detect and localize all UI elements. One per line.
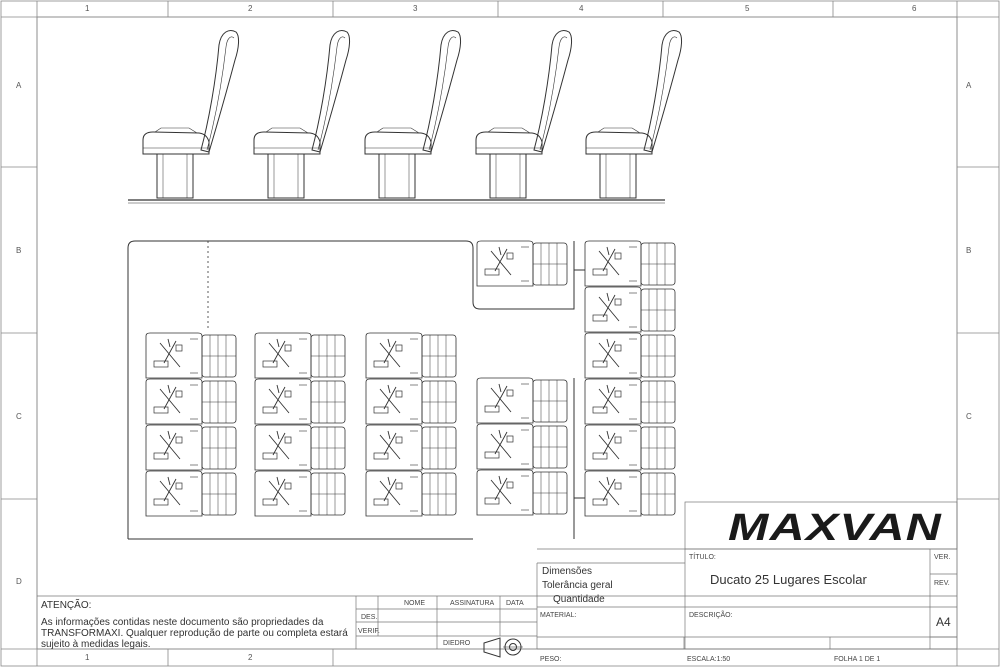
plan-seat — [365, 470, 457, 517]
label-nome: NOME — [404, 600, 425, 607]
spec-dimensoes: Dimensões — [542, 566, 593, 577]
label-diedro: DIEDRO — [443, 640, 471, 647]
drawing-title: Ducato 25 Lugares Escolar — [710, 572, 867, 587]
zone-col-4: 4 — [579, 4, 584, 13]
plan-seat — [584, 286, 676, 333]
plan-seat — [584, 470, 676, 517]
plan-view-seats — [145, 240, 676, 517]
projection-symbol — [483, 637, 523, 658]
brand-text: MAXVAN — [728, 507, 943, 547]
zone-col-5: 5 — [745, 4, 750, 13]
zone-col-2: 2 — [248, 4, 253, 13]
side-seat — [585, 30, 682, 199]
zone-col-6: 6 — [912, 4, 917, 13]
plan-seat — [254, 332, 346, 379]
label-des: DES. — [361, 614, 378, 621]
label-data: DATA — [506, 600, 524, 607]
plan-column-5 — [584, 240, 676, 517]
plan-seat — [145, 378, 237, 425]
notice-text: As informações contidas neste documento … — [41, 617, 348, 650]
zone-row-a: A — [16, 81, 22, 90]
label-assinatura: ASSINATURA — [450, 600, 495, 607]
label-peso: PESO: — [540, 656, 562, 663]
side-seat — [253, 30, 350, 199]
maxvan-logo: MAXVAN — [728, 507, 943, 547]
zone-bottom-col-2: 2 — [248, 653, 253, 662]
plan-seat — [476, 240, 568, 287]
label-escala: ESCALA:1:50 — [687, 656, 731, 663]
spec-tolerancia: Tolerância geral — [542, 580, 613, 591]
zone-row-b-right: B — [966, 246, 972, 255]
plan-column-4-bottom — [476, 377, 568, 516]
label-titulo: TÍTULO: — [689, 554, 716, 561]
label-rev: REV. — [934, 580, 950, 587]
plan-seat — [584, 240, 676, 287]
plan-seat — [365, 424, 457, 471]
zone-row-b: B — [16, 246, 22, 255]
spec-quantidade: Quantidade — [553, 594, 605, 605]
plan-seat — [254, 470, 346, 517]
zone-col-1: 1 — [85, 4, 90, 13]
plan-seat — [145, 470, 237, 517]
side-seat — [364, 30, 461, 199]
zone-col-3: 3 — [413, 4, 418, 13]
plan-seat — [584, 424, 676, 471]
zone-row-a-right: A — [966, 81, 972, 90]
notice-heading: ATENÇÃO: — [41, 600, 92, 611]
plan-column-3 — [365, 332, 457, 517]
plan-column-2 — [254, 332, 346, 517]
plan-seat — [365, 332, 457, 379]
plan-column-4-top — [476, 240, 568, 287]
sheet-size: A4 — [936, 615, 951, 629]
plan-seat — [254, 424, 346, 471]
label-ver: VER. — [934, 554, 951, 561]
title-block-grid — [37, 501, 958, 650]
side-seat — [475, 30, 572, 199]
label-descricao: DESCRIÇÃO: — [689, 612, 733, 619]
plan-column-1 — [145, 332, 237, 517]
plan-seat — [145, 424, 237, 471]
zone-bottom-col-1: 1 — [85, 653, 90, 662]
zone-row-d: D — [16, 577, 22, 586]
plan-seat — [145, 332, 237, 379]
side-seat — [142, 30, 239, 199]
plan-seat — [476, 469, 568, 516]
plan-seat — [584, 332, 676, 379]
label-material: MATERIAL: — [540, 612, 577, 619]
plan-seat — [254, 378, 346, 425]
label-verif: VERIF. — [358, 628, 380, 635]
plan-seat — [365, 378, 457, 425]
plan-seat — [476, 423, 568, 470]
label-folha: FOLHA 1 DE 1 — [834, 656, 881, 663]
plan-view-outline — [127, 240, 585, 540]
plan-seat — [476, 377, 568, 424]
side-view-seats — [142, 30, 682, 199]
zone-row-c-right: C — [966, 412, 972, 421]
plan-seat — [584, 378, 676, 425]
zone-row-c: C — [16, 412, 22, 421]
